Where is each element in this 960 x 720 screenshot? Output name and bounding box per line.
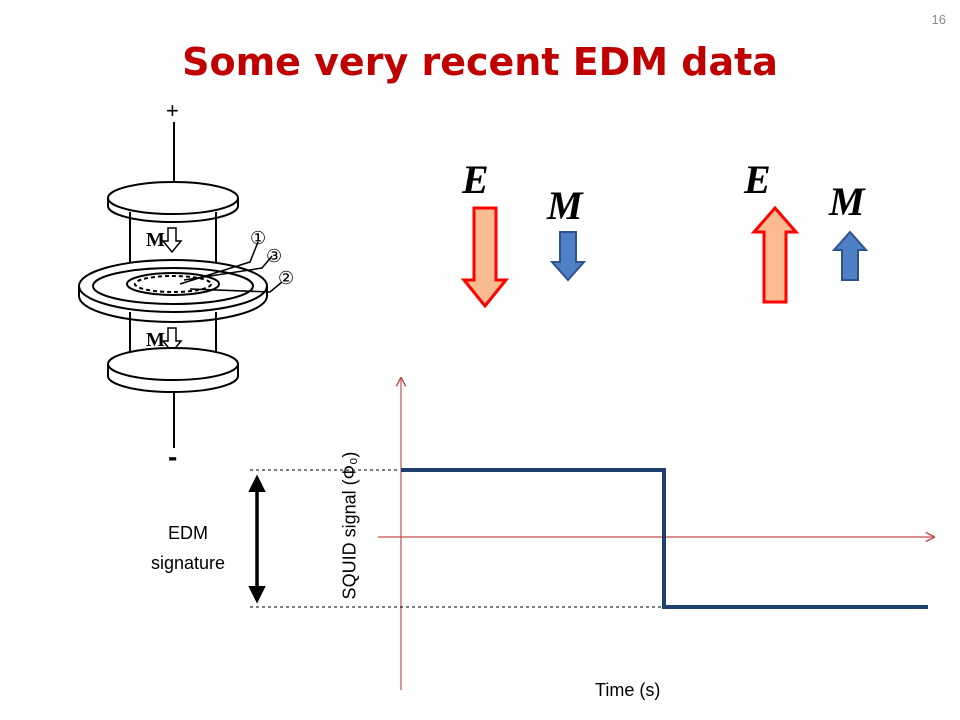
left-m-label: M bbox=[547, 183, 583, 228]
top-electrode bbox=[107, 181, 239, 223]
guard-ring bbox=[78, 259, 268, 323]
squid-signal-trace bbox=[401, 468, 928, 609]
lower-magnet-arrow-icon bbox=[161, 327, 183, 354]
right-m-arrow-up-icon bbox=[831, 230, 869, 281]
edm-signature-label: EDM signature bbox=[138, 518, 238, 578]
upper-magnet-label: M bbox=[146, 229, 165, 251]
right-m-label: M bbox=[829, 179, 865, 224]
edm-signature-line1: EDM bbox=[168, 523, 208, 543]
slide-title: Some very recent EDM data bbox=[182, 40, 778, 84]
right-e-arrow-up-icon bbox=[750, 205, 800, 304]
plus-terminal: + bbox=[166, 98, 179, 123]
y-axis-label: SQUID signal (Φ₀) bbox=[339, 451, 360, 600]
left-e-arrow-down-icon bbox=[460, 206, 510, 309]
callout-3: ③ bbox=[266, 246, 282, 267]
minus-terminal: - bbox=[168, 441, 177, 472]
upper-magnet-arrow-icon bbox=[161, 227, 183, 254]
left-m-arrow-down-icon bbox=[549, 231, 587, 282]
slide-number: 16 bbox=[931, 12, 946, 27]
lower-magnet-label: M bbox=[146, 329, 165, 351]
edm-signature-line2: signature bbox=[150, 553, 226, 573]
callout-2: ② bbox=[278, 268, 294, 289]
x-axis-label: Time (s) bbox=[595, 680, 661, 700]
right-e-label: E bbox=[744, 157, 771, 202]
callout-lines bbox=[179, 241, 283, 293]
bottom-electrode bbox=[107, 347, 239, 393]
left-e-label: E bbox=[462, 157, 489, 202]
callout-1: ① bbox=[250, 228, 266, 249]
